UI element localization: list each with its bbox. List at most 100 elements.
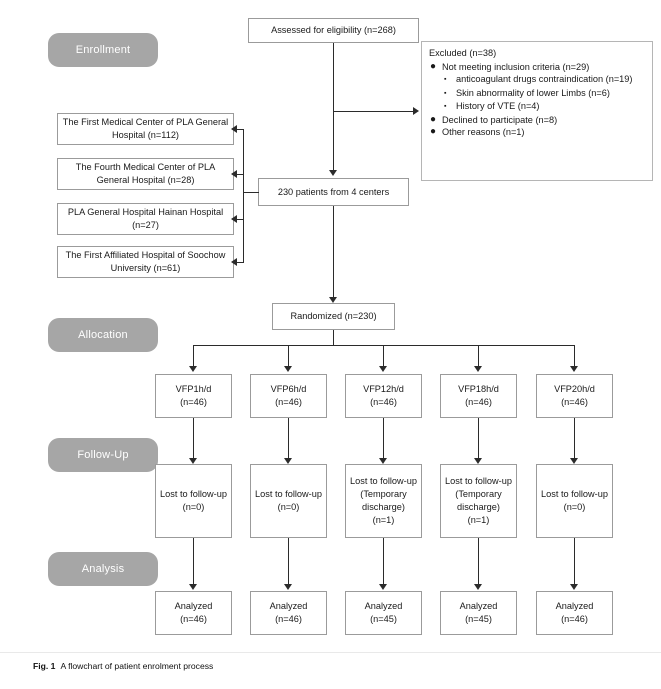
connector-pooled-to-randomized [333, 206, 334, 299]
node-group-2: VFP6h/d (n=46) [250, 374, 327, 418]
group-name: VFP12h/d [363, 384, 404, 394]
node-label: Randomized (n=230) [290, 311, 377, 321]
node-group-4: VFP18h/d (n=46) [440, 374, 517, 418]
node-label: The Fourth Medical Center of PLA General… [75, 162, 216, 185]
node-analysis-1: Analyzed (n=46) [155, 591, 232, 635]
node-center-3: PLA General Hospital Hainan Hospital (n=… [57, 203, 234, 235]
arrowhead-center-1 [231, 125, 237, 133]
analysis-name: Analyzed [364, 601, 403, 611]
arrowhead-group-5 [570, 366, 578, 372]
connector-followup-2-to-analysis [288, 538, 289, 586]
node-label: Assessed for eligibility (n=268) [271, 25, 396, 35]
analysis-count: (n=46) [561, 614, 588, 624]
group-name: VFP18h/d [458, 384, 499, 394]
bullet-icon: ● [430, 126, 437, 138]
excluded-item: ▪ Skin abnormality of lower Limbs (n=6) [444, 87, 646, 101]
node-followup-5: Lost to follow-up (n=0) [536, 464, 613, 538]
node-label: Lost to follow-up (n=0) [160, 489, 227, 512]
excluded-item-text: Other reasons (n=1) [442, 127, 525, 138]
excluded-item: ● Other reasons (n=1) [430, 126, 646, 139]
arrowhead-followup-4 [474, 458, 482, 464]
stage-pill-analysis: Analysis [48, 552, 158, 586]
connector-drop-group-1 [193, 345, 194, 368]
node-label: The First Affiliated Hospital of Soochow… [65, 250, 226, 273]
stage-label: Follow-Up [77, 449, 129, 461]
node-analysis-3: Analyzed (n=45) [345, 591, 422, 635]
node-followup-2: Lost to follow-up (n=0) [250, 464, 327, 538]
arrowhead-center-4 [231, 258, 237, 266]
connector-drop-group-3 [383, 345, 384, 368]
connector-assessed-to-pooled [333, 43, 334, 172]
stage-pill-enrollment: Enrollment [48, 33, 158, 67]
bullet-icon: ● [430, 60, 437, 72]
arrowhead-excluded [413, 107, 419, 115]
connector-drop-group-2 [288, 345, 289, 368]
arrowhead-center-2 [231, 170, 237, 178]
arrowhead-analysis-5 [570, 584, 578, 590]
connector-spine-to-center-4 [236, 262, 244, 263]
node-group-3: VFP12h/d (n=46) [345, 374, 422, 418]
connector-drop-group-5 [574, 345, 575, 368]
analysis-count: (n=46) [180, 614, 207, 624]
node-center-4: The First Affiliated Hospital of Soochow… [57, 246, 234, 278]
connector-group-4-to-followup [478, 418, 479, 460]
stage-label: Analysis [81, 563, 125, 575]
figure-number: Fig. 1 [33, 661, 56, 671]
node-randomized: Randomized (n=230) [272, 303, 395, 330]
analysis-count: (n=45) [465, 614, 492, 624]
analysis-name: Analyzed [459, 601, 498, 611]
node-analysis-5: Analyzed (n=46) [536, 591, 613, 635]
node-label: PLA General Hospital Hainan Hospital (n=… [67, 207, 224, 230]
excluded-item-text: History of VTE (n=4) [456, 101, 540, 112]
stage-label: Enrollment [75, 44, 131, 56]
sub-bullet-icon: ▪ [444, 76, 447, 84]
arrowhead-followup-3 [379, 458, 387, 464]
connector-assessed-to-excluded [333, 111, 415, 112]
node-center-2: The Fourth Medical Center of PLA General… [57, 158, 234, 190]
arrowhead-group-3 [379, 366, 387, 372]
arrowhead-analysis-2 [284, 584, 292, 590]
group-name: VFP6h/d [270, 384, 307, 394]
node-label: The First Medical Center of PLA General … [62, 117, 229, 140]
node-center-1: The First Medical Center of PLA General … [57, 113, 234, 145]
node-followup-4: Lost to follow-up (Temporary discharge) … [440, 464, 517, 538]
node-label: Lost to follow-up (n=0) [255, 489, 322, 512]
analysis-name: Analyzed [269, 601, 308, 611]
node-followup-1: Lost to follow-up (n=0) [155, 464, 232, 538]
connector-randomized-down [333, 330, 334, 345]
node-group-1: VFP1h/d (n=46) [155, 374, 232, 418]
excluded-item: ▪ History of VTE (n=4) [444, 100, 646, 114]
sub-bullet-icon: ▪ [444, 103, 447, 111]
excluded-item-text: Skin abnormality of lower Limbs (n=6) [456, 87, 610, 98]
connector-followup-1-to-analysis [193, 538, 194, 586]
arrowhead-analysis-4 [474, 584, 482, 590]
sub-bullet-icon: ▪ [444, 89, 447, 97]
connector-group-1-to-followup [193, 418, 194, 460]
node-label: 230 patients from 4 centers [277, 186, 390, 197]
node-label: Lost to follow-up (Temporary discharge) … [350, 476, 417, 525]
arrowhead-randomized [329, 297, 337, 303]
connector-followup-5-to-analysis [574, 538, 575, 586]
group-name: VFP1h/d [175, 384, 212, 394]
excluded-item-text: anticoagulant drugs contraindication (n=… [456, 74, 633, 85]
excluded-item-text: Not meeting inclusion criteria (n=29) [442, 61, 590, 72]
arrowhead-group-4 [474, 366, 482, 372]
figure-caption-text: A flowchart of patient enrolment process [60, 661, 214, 671]
group-count: (n=46) [465, 397, 492, 407]
connector-pooled-to-spine [243, 192, 259, 193]
connector-spine-to-center-2 [236, 174, 244, 175]
connector-center-spine [243, 129, 244, 263]
stage-label: Allocation [78, 329, 128, 341]
arrowhead-pooled [329, 170, 337, 176]
node-group-5: VFP20h/d (n=46) [536, 374, 613, 418]
excluded-item: ▪ anticoagulant drugs contraindication (… [444, 73, 646, 87]
connector-drop-group-4 [478, 345, 479, 368]
analysis-name: Analyzed [174, 601, 213, 611]
group-count: (n=46) [275, 397, 302, 407]
analysis-count: (n=45) [370, 614, 397, 624]
excluded-item-text: Declined to participate (n=8) [442, 114, 558, 125]
arrowhead-group-2 [284, 366, 292, 372]
arrowhead-analysis-1 [189, 584, 197, 590]
caption-divider [0, 652, 661, 653]
